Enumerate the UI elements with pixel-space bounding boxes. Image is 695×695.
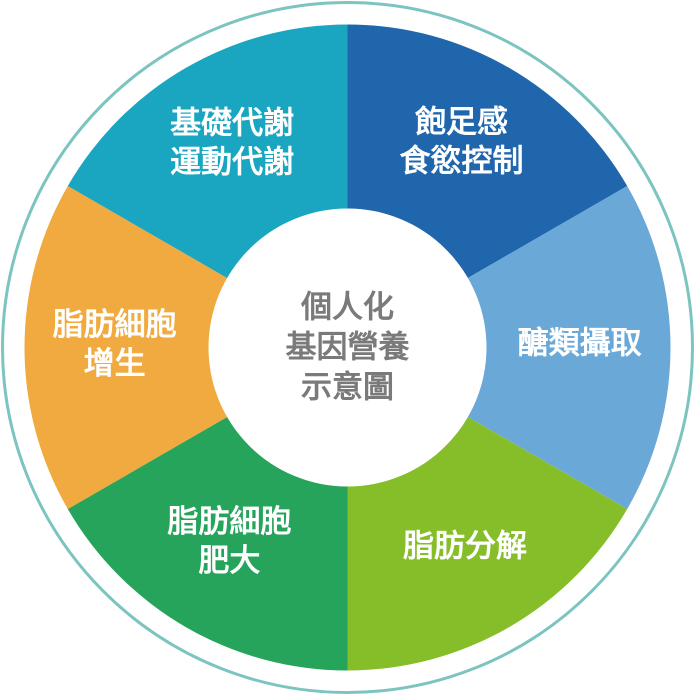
segment-label-metab: 基礎代謝 [170, 106, 294, 142]
segment-label-metab: 運動代謝 [170, 145, 294, 181]
segment-label-fat-growth: 脂肪細胞 [53, 307, 177, 343]
segment-label-sugar: 醣類攝取 [518, 325, 642, 361]
segment-label-satiety: 食慾控制 [399, 143, 523, 179]
segment-label-fat-growth: 增生 [84, 346, 146, 382]
segment-fat-growth [24, 186, 348, 509]
center-label-line: 基因營養 [286, 330, 411, 366]
center-label-line: 示意圖 [301, 370, 394, 406]
segment-label-fat-hyper: 肥大 [198, 543, 260, 579]
segment-label-fat-break: 脂肪分解 [403, 528, 527, 564]
segment-label-satiety: 飽足感 [415, 104, 508, 140]
center-label-line: 個人化 [300, 290, 394, 326]
segment-label-fat-hyper: 脂肪細胞 [167, 504, 291, 540]
center-disc [208, 208, 487, 487]
segment-sugar [347, 186, 671, 509]
